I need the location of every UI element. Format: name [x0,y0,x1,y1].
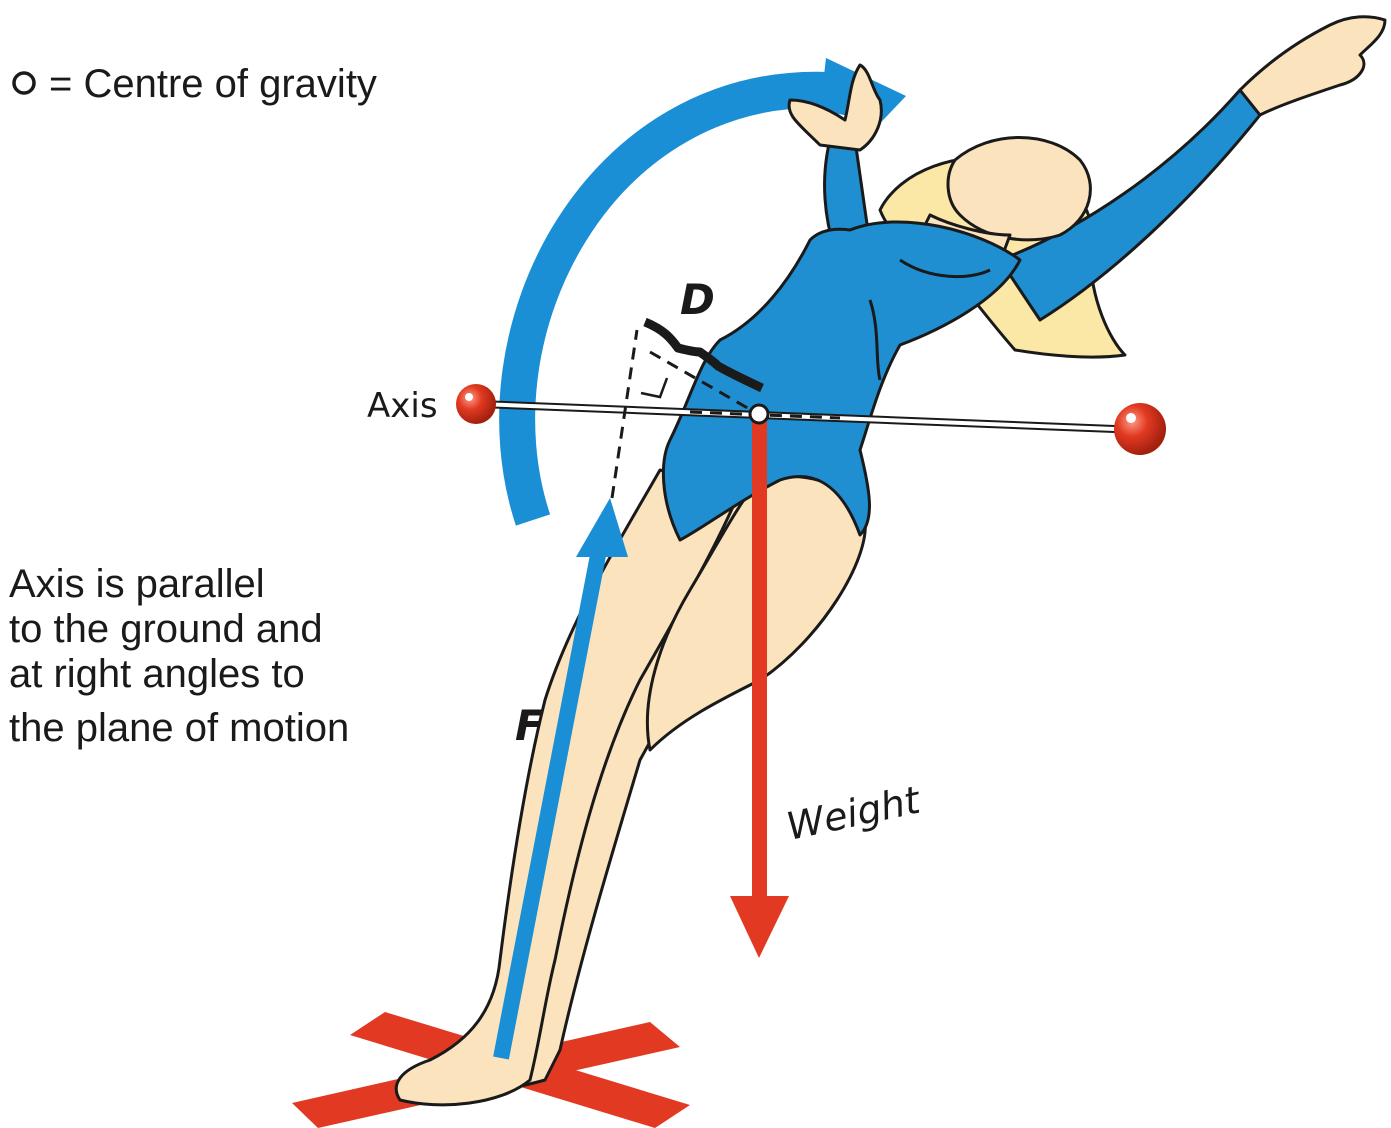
head [948,138,1090,240]
note-line-2: to the ground and [9,607,323,651]
legend-text: = Centre of gravity [49,62,377,106]
leotard [663,222,1020,540]
force-label: F [515,701,544,750]
axis-end-right [1114,403,1166,455]
right-angle-marker [641,378,667,397]
weight-label: Weight [783,777,926,848]
legend-cog-symbol [14,73,34,93]
note-line-4: the plane of motion [9,706,349,750]
note-line-1: Axis is parallel [9,562,265,606]
note-line-3: at right angles to [9,652,305,696]
axis-end-left [456,384,496,424]
distance-label: D [680,275,715,324]
axis-label: Axis [367,386,438,426]
axis-note: Axis is parallel to the ground and at ri… [9,562,349,750]
front-hand [1240,17,1385,115]
centre-of-gravity-marker [750,405,768,423]
gymnast-figure [396,17,1385,1105]
